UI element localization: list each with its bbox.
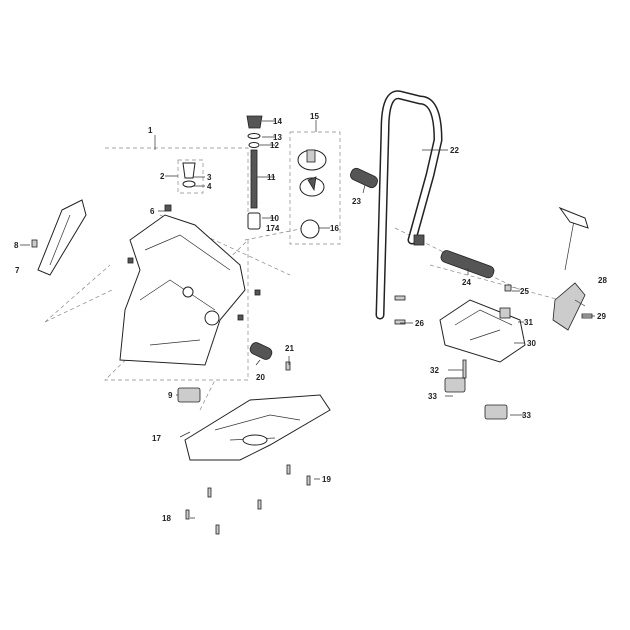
callout-13: 13 <box>273 133 282 142</box>
callout-1: 1 <box>148 126 153 135</box>
callout-21: 21 <box>285 344 294 353</box>
callout-23: 23 <box>352 197 361 206</box>
group-box-15 <box>289 131 341 245</box>
callout-33a: 33 <box>428 392 437 401</box>
callout-3: 3 <box>207 173 212 182</box>
callout-12: 12 <box>270 141 279 150</box>
callout-7: 7 <box>15 266 20 275</box>
callout-30: 30 <box>527 339 536 348</box>
callout-14: 14 <box>273 117 282 126</box>
callout-19: 19 <box>322 475 331 484</box>
screws <box>185 464 311 535</box>
callout-9: 9 <box>168 391 173 400</box>
part-hose-11 <box>250 149 258 209</box>
callout-24: 24 <box>462 278 471 287</box>
callout-26: 26 <box>415 319 424 328</box>
callout-174: 174 <box>266 224 280 233</box>
part-tank-housing-1 <box>119 214 246 366</box>
callout-31: 31 <box>524 318 533 327</box>
callout-33b: 33 <box>522 411 531 420</box>
part-grip-7 <box>37 199 87 276</box>
callout-6: 6 <box>150 207 155 216</box>
part-screw-8 <box>31 239 38 248</box>
part-handlebar-22 <box>375 90 443 320</box>
leader-lines <box>20 120 595 519</box>
callout-22: 22 <box>450 146 459 155</box>
group-box-2 <box>177 159 204 194</box>
callout-2: 2 <box>160 172 165 181</box>
callout-25: 25 <box>520 287 529 296</box>
callout-28: 28 <box>598 276 607 285</box>
callout-labels: 1 2 3 4 6 7 8 9 10 174 11 12 13 14 15 16… <box>14 112 607 523</box>
part-damper-20 <box>249 342 273 360</box>
callout-17: 17 <box>152 434 161 443</box>
callout-32: 32 <box>430 366 439 375</box>
callout-29: 29 <box>597 312 606 321</box>
callout-8: 8 <box>14 241 19 250</box>
guide-lines <box>44 214 561 411</box>
callout-15: 15 <box>310 112 319 121</box>
callout-4: 4 <box>207 182 212 191</box>
group-box-1 <box>104 147 249 381</box>
part-damper-24 <box>440 250 495 279</box>
part-skid-plate-17 <box>184 394 331 461</box>
callout-10: 10 <box>270 214 279 223</box>
callout-20: 20 <box>256 373 265 382</box>
callout-18: 18 <box>162 514 171 523</box>
part-cover-30 <box>439 299 526 363</box>
part-bracket-28 <box>552 282 586 331</box>
part-filter-10 <box>247 212 261 230</box>
part-damper-23 <box>350 167 378 189</box>
part-foot-9 <box>177 387 201 403</box>
callout-16: 16 <box>330 224 339 233</box>
callout-11: 11 <box>267 173 276 182</box>
